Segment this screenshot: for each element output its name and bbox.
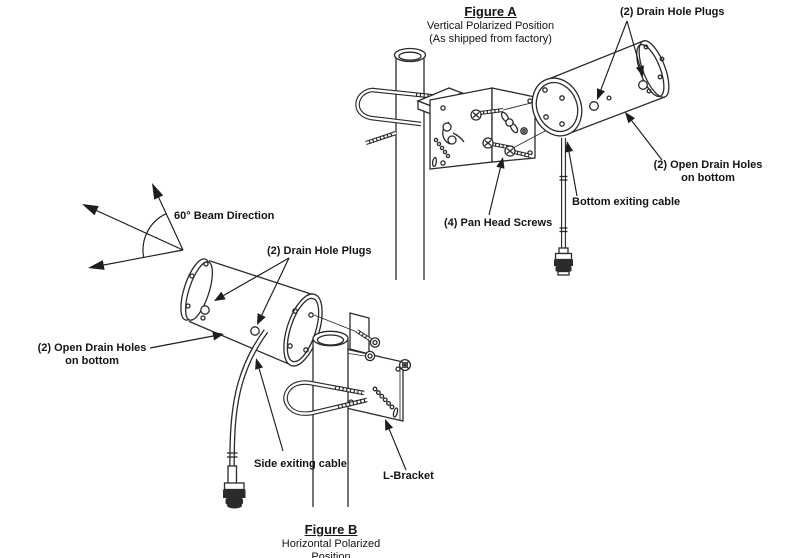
label-b-open-drain-holes-line1: (2) Open Drain Holes — [37, 342, 147, 354]
rf-connector — [223, 465, 246, 509]
callout-arrows-figure-b — [149, 257, 407, 471]
drain-hole-plug — [200, 305, 210, 315]
label-a-drain-hole-plugs: (2) Drain Hole Plugs — [620, 6, 725, 18]
figure-b-subtitle: Horizontal Polarized Position — [281, 538, 381, 558]
label-b-side-exiting-cable: Side exiting cable — [254, 458, 347, 470]
label-a-bottom-exiting-cable: Bottom exiting cable — [572, 196, 681, 208]
drain-hole-plug — [638, 80, 648, 90]
figure-b-u-bolt — [283, 380, 368, 416]
label-b-open-drain-holes: (2) Open Drain Holes on bottom — [32, 342, 152, 367]
figure-a-pole — [393, 47, 427, 280]
drain-hole-plug — [589, 101, 599, 111]
figure-b-cable — [223, 329, 269, 509]
pan-head-screw — [470, 108, 504, 121]
figure-b-screws — [355, 329, 412, 372]
label-a-pan-head-screws: (4) Pan Head Screws — [444, 217, 553, 229]
figure-b-caption: Figure B Horizontal Polarized Position — [261, 521, 401, 558]
figure-b-assembly — [180, 258, 412, 509]
figure-a-subtitle-2: (As shipped from factory) — [429, 32, 552, 45]
figure-a-cable — [554, 138, 573, 276]
beam-direction-indicator — [82, 183, 184, 270]
figure-b-pole — [312, 330, 349, 507]
label-a-open-drain-holes-line1: (2) Open Drain Holes — [653, 159, 763, 171]
rf-connector — [554, 247, 573, 276]
callout-arrows-figure-a — [488, 20, 663, 216]
figure-a-antenna-cylinder — [531, 40, 670, 137]
figure-b-title: Figure B — [304, 522, 358, 537]
figure-a-caption: Figure A Vertical Polarized Position (As… — [418, 3, 563, 45]
wing-nut — [500, 111, 519, 134]
drain-hole-plug — [250, 326, 260, 336]
label-a-open-drain-holes-line2: on bottom — [681, 171, 735, 184]
label-b-open-drain-holes-line2: on bottom — [65, 354, 119, 367]
figure-a-bracket-plate — [429, 87, 563, 170]
label-a-open-drain-holes: (2) Open Drain Holes on bottom — [650, 159, 766, 184]
figure-b-antenna-cylinder — [180, 258, 323, 367]
beam-angle-arc — [142, 213, 167, 258]
figure-a-assembly — [355, 40, 670, 280]
washer — [520, 127, 528, 135]
figure-a-title: Figure A — [464, 4, 517, 19]
pan-head-screw — [504, 145, 532, 158]
label-b-drain-hole-plugs: (2) Drain Hole Plugs — [267, 245, 372, 257]
washer — [364, 350, 376, 362]
figure-a-subtitle: Vertical Polarized Position — [426, 20, 555, 32]
label-b-l-bracket: L-Bracket — [383, 470, 434, 482]
figure-a-u-bolt — [355, 87, 445, 145]
label-beam-direction: 60° Beam Direction — [174, 210, 275, 222]
open-drain-hole — [606, 95, 612, 101]
